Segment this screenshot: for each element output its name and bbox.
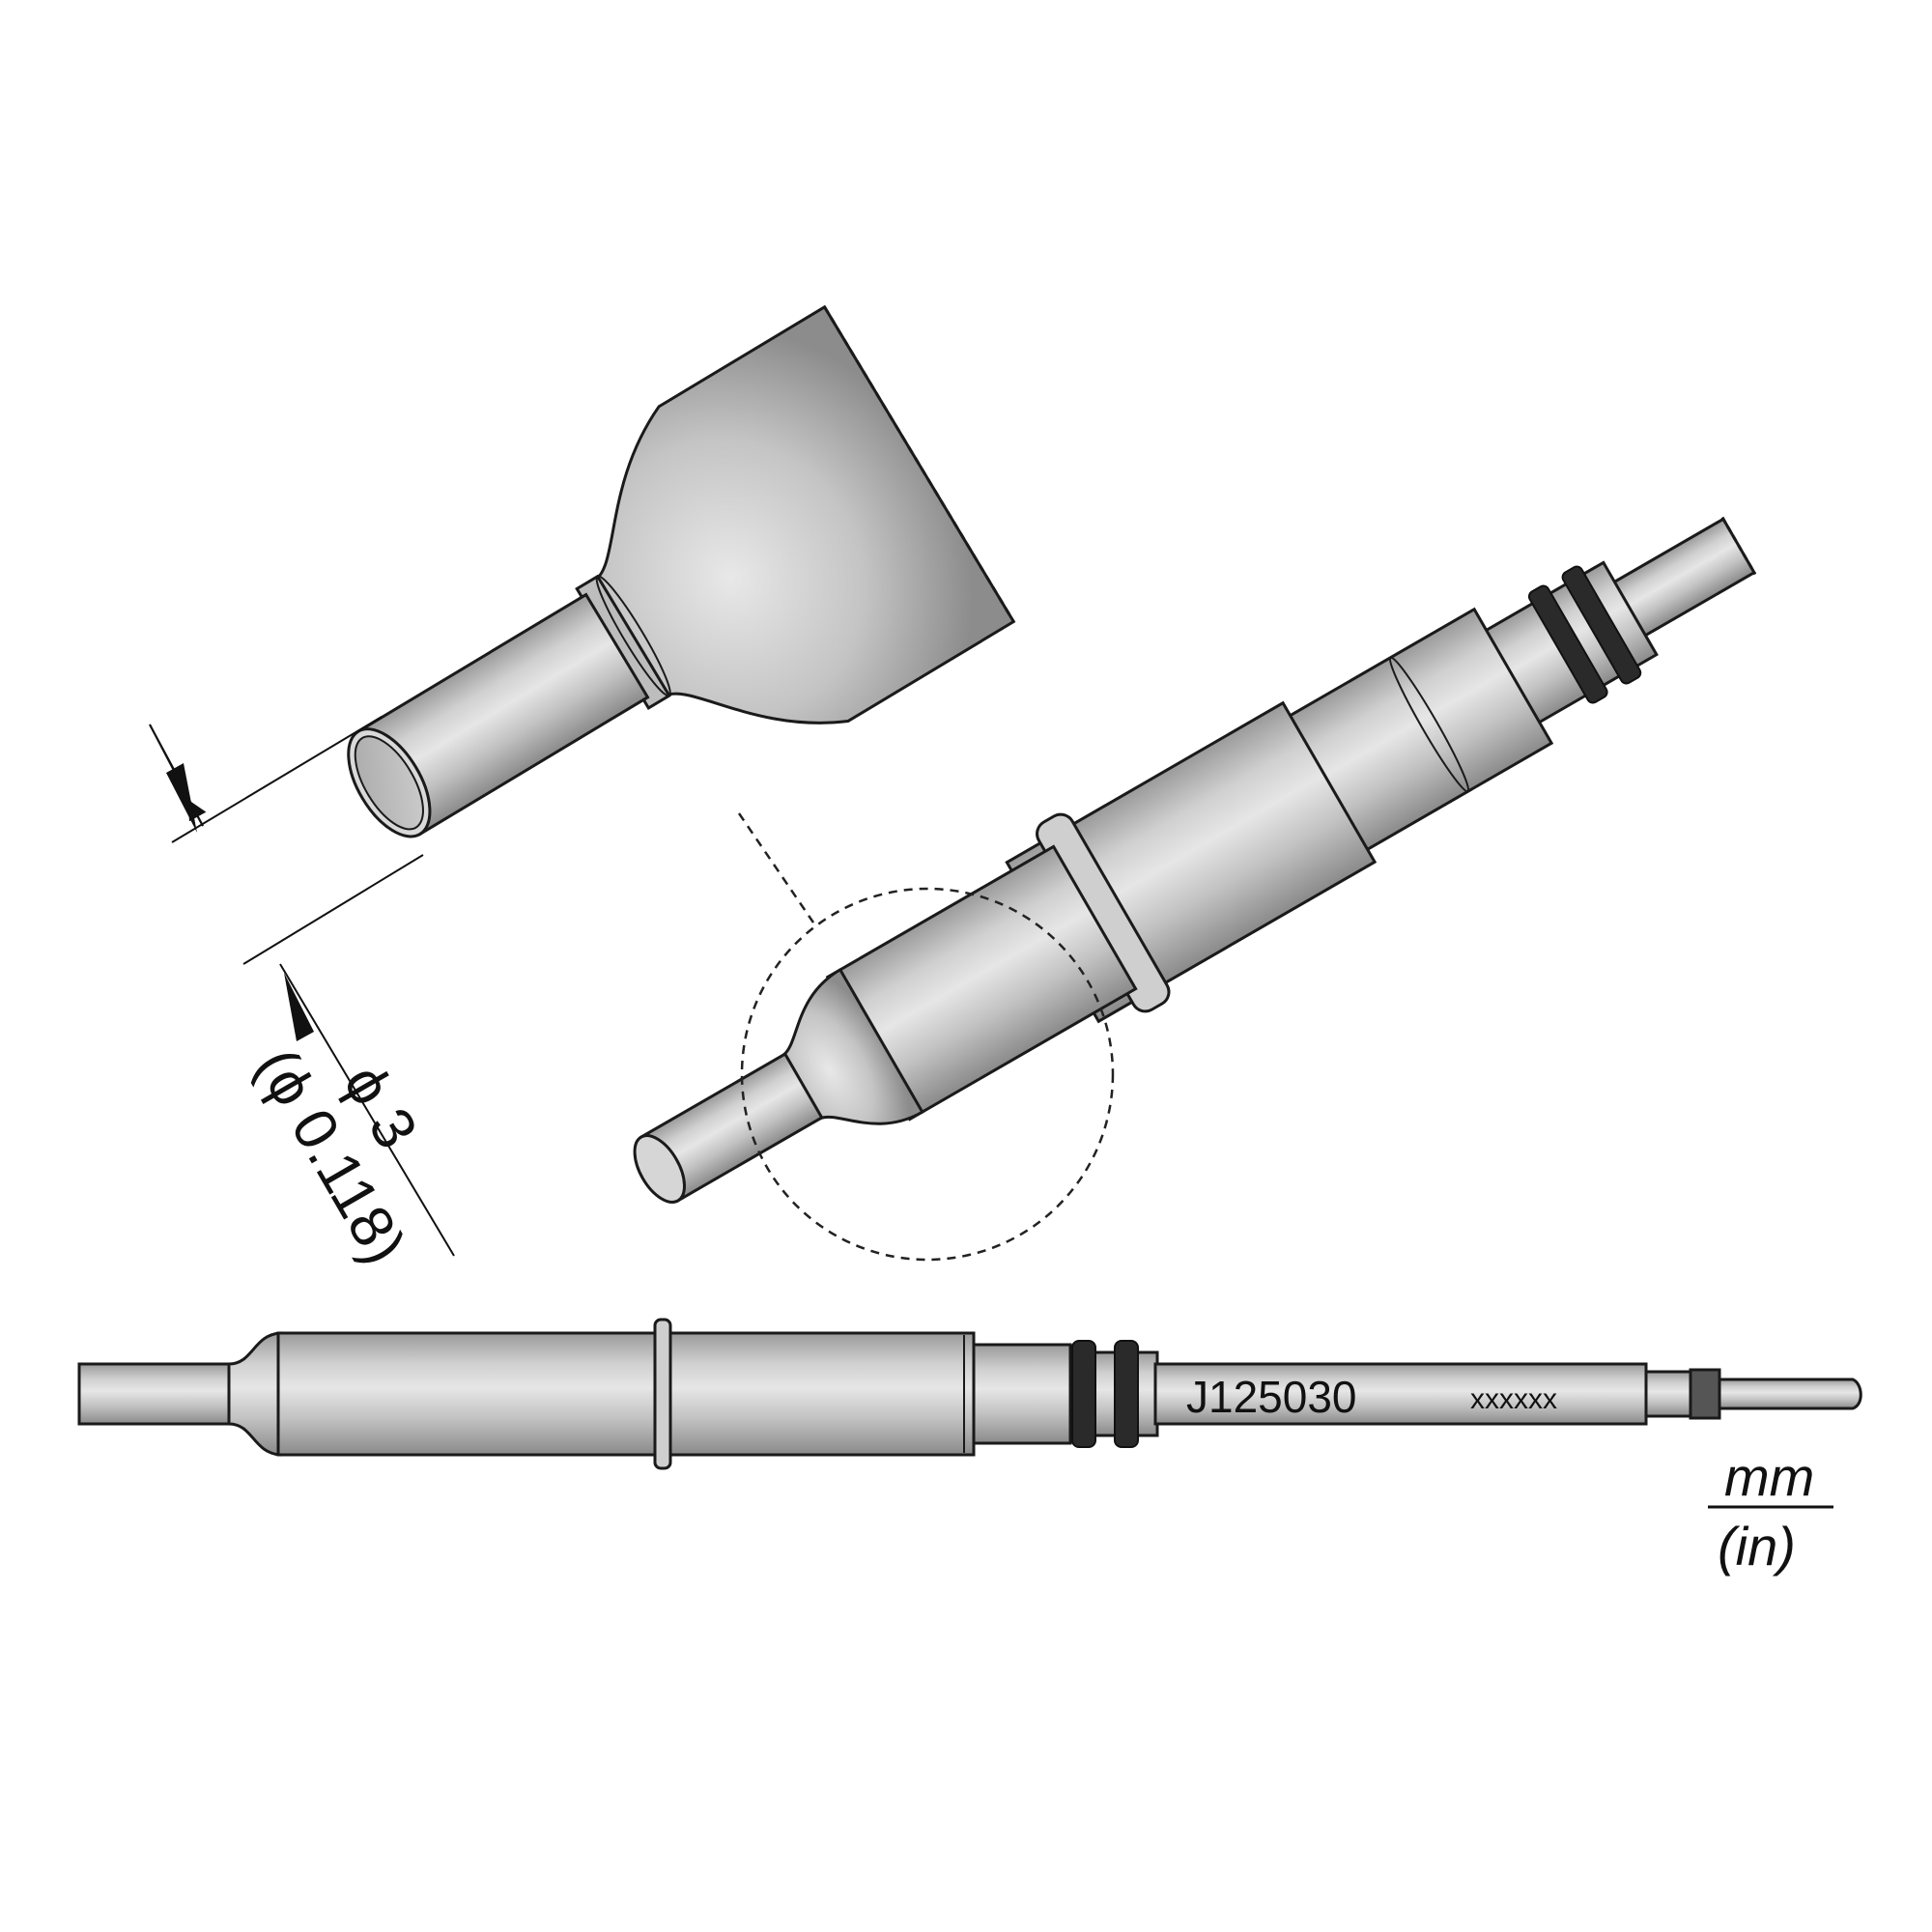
tip-side-view: J125030 xxxxxx [77, 1318, 1862, 1470]
detail-leader-line [737, 812, 815, 923]
side-taper [227, 1331, 282, 1457]
side-o-ring-2 [1114, 1340, 1139, 1448]
unit-primary: mm [1724, 1446, 1814, 1507]
side-rear-step [972, 1343, 1072, 1445]
iso-o-ring-1 [1527, 584, 1608, 704]
part-number: J125030 [1186, 1372, 1357, 1422]
side-o-ring-1 [1071, 1340, 1096, 1448]
iso-o-ring-2 [1561, 565, 1642, 685]
side-flange [653, 1318, 672, 1470]
batch-code: xxxxxx [1470, 1383, 1557, 1415]
side-shaft [1153, 1362, 1648, 1426]
dimension-arrow-bottom [284, 973, 314, 1041]
side-pin [1718, 1378, 1862, 1410]
unit-secondary: (in) [1718, 1516, 1796, 1577]
tip-detail-view: ϕ 3 (ϕ 0.118) [149, 304, 1016, 1275]
units-legend: mm (in) [1708, 1446, 1833, 1577]
dimension-arrow-top [166, 763, 197, 833]
tip-iso-view [633, 516, 1757, 1262]
side-main-body [276, 1331, 976, 1457]
side-nozzle [77, 1362, 231, 1426]
dimension-lines [149, 716, 455, 1257]
side-band [1689, 1368, 1721, 1420]
break-line [823, 306, 1015, 623]
detail-circle [740, 887, 1115, 1262]
